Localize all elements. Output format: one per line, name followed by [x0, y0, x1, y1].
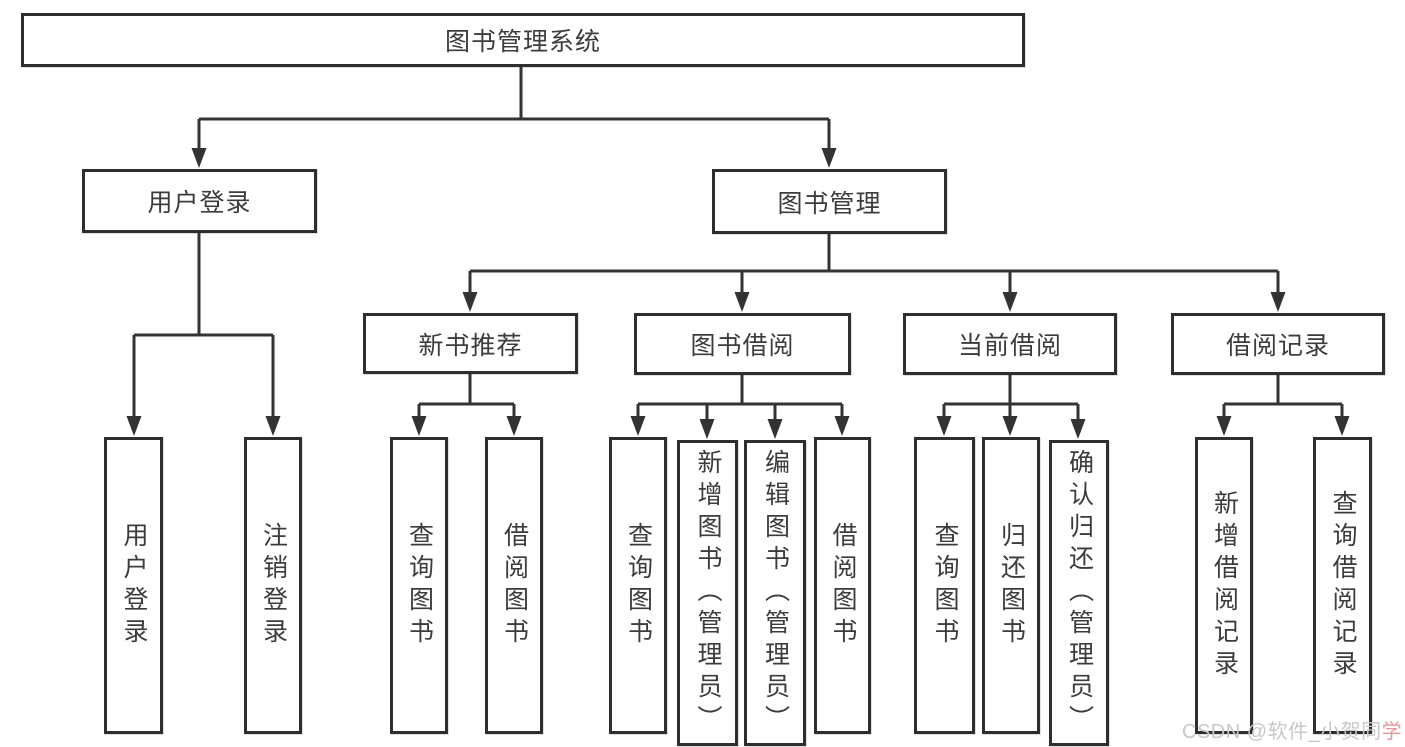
- leaf-borrow-books-borrowing-label: 借阅图书: [829, 521, 857, 650]
- leaf-query-books-current-label: 查询图书: [931, 521, 959, 650]
- leaf-query-borrow-record-label: 查询借阅记录: [1329, 489, 1357, 682]
- node-borrowing-records: 借阅记录: [1171, 313, 1385, 375]
- leaf-borrow-books-borrowing: 借阅图书: [814, 437, 871, 734]
- leaf-query-books-recommend-label: 查询图书: [405, 521, 434, 650]
- leaf-query-books-borrowing-label: 查询图书: [624, 521, 653, 650]
- node-book-borrowing: 图书借阅: [634, 313, 851, 375]
- leaf-query-books-current: 查询图书: [914, 437, 975, 734]
- leaf-borrow-books-recommend: 借阅图书: [485, 437, 543, 734]
- node-borrowing-records-label: 借阅记录: [1225, 332, 1330, 360]
- node-new-book-recommend: 新书推荐: [363, 313, 578, 374]
- leaf-query-books-borrowing: 查询图书: [609, 437, 667, 734]
- leaf-confirm-return-admin: 确认归还（管理员）: [1049, 440, 1109, 746]
- leaf-logout-label: 注销登录: [259, 521, 288, 650]
- node-root-label: 图书管理系统: [444, 28, 601, 56]
- node-user-login: 用户登录: [82, 169, 317, 233]
- leaf-add-borrow-record: 新增借阅记录: [1195, 437, 1253, 734]
- node-root: 图书管理系统: [21, 13, 1025, 67]
- leaf-confirm-return-admin-label: 确认归还（管理员）: [1065, 449, 1094, 737]
- leaf-add-borrow-record-label: 新增借阅记录: [1210, 489, 1239, 682]
- leaf-add-book-admin-label: 新增图书（管理员）: [694, 449, 722, 737]
- node-current-borrowing: 当前借阅: [903, 313, 1117, 375]
- leaf-query-books-recommend: 查询图书: [390, 437, 448, 734]
- node-book-management: 图书管理: [712, 169, 947, 234]
- leaf-user-login-label: 用户登录: [120, 521, 148, 650]
- node-user-login-label: 用户登录: [147, 189, 252, 217]
- leaf-user-login: 用户登录: [104, 437, 163, 734]
- leaf-add-book-admin: 新增图书（管理员）: [677, 440, 738, 746]
- leaf-logout: 注销登录: [244, 437, 302, 734]
- leaf-return-book: 归还图书: [982, 437, 1040, 734]
- leaf-query-borrow-record: 查询借阅记录: [1313, 437, 1372, 734]
- leaf-edit-book-admin: 编辑图书（管理员）: [744, 440, 806, 746]
- node-book-borrowing-label: 图书借阅: [690, 332, 795, 360]
- csdn-watermark-accent: 学: [1381, 721, 1403, 743]
- leaf-borrow-books-recommend-label: 借阅图书: [500, 521, 529, 650]
- csdn-watermark: CSDN @软件_小贺同学: [1182, 715, 1402, 744]
- leaf-return-book-label: 归还图书: [997, 521, 1026, 650]
- node-new-book-recommend-label: 新书推荐: [418, 331, 523, 360]
- node-current-borrowing-label: 当前借阅: [957, 332, 1062, 360]
- csdn-watermark-text: CSDN @软件_小贺同: [1182, 721, 1382, 743]
- leaf-edit-book-admin-label: 编辑图书（管理员）: [761, 449, 790, 737]
- node-book-management-label: 图书管理: [777, 189, 882, 218]
